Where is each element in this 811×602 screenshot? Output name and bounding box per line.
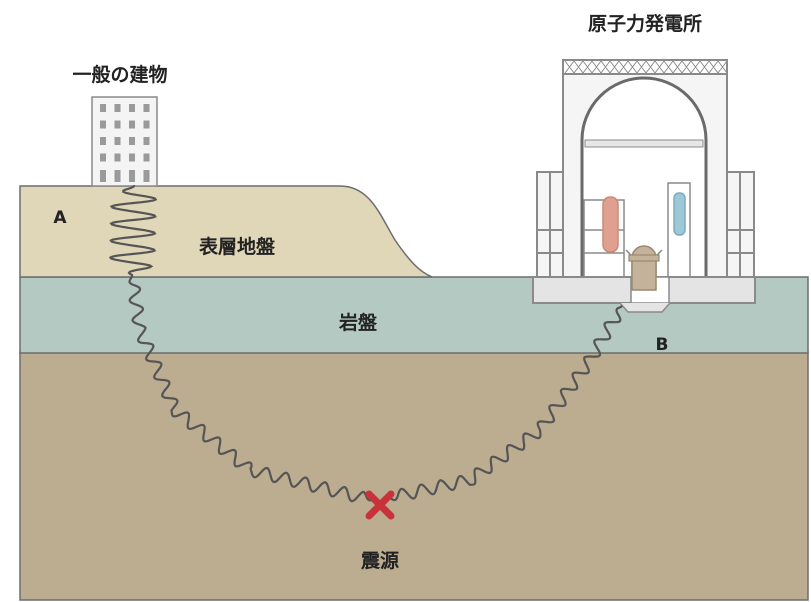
point-b-label: B bbox=[656, 335, 669, 355]
surface-ground-label: 表層地盤 bbox=[199, 235, 276, 258]
building-window bbox=[100, 170, 106, 182]
building-window bbox=[143, 153, 150, 162]
seismic-wave-to-plant bbox=[386, 305, 623, 502]
building-window bbox=[143, 104, 150, 112]
steam-generator bbox=[602, 196, 619, 253]
bedrock-label: 岩盤 bbox=[338, 311, 378, 334]
building-window bbox=[114, 120, 121, 129]
building-window bbox=[114, 104, 121, 112]
building-window bbox=[143, 120, 150, 129]
building-window bbox=[129, 104, 135, 112]
nuclear-power-plant bbox=[532, 59, 756, 313]
building-window bbox=[143, 137, 150, 145]
building-window bbox=[129, 137, 135, 145]
building-window bbox=[129, 170, 135, 182]
building-window bbox=[100, 104, 106, 112]
reactor-vessel bbox=[631, 245, 657, 291]
building-window bbox=[100, 153, 106, 162]
building-window bbox=[114, 153, 121, 162]
building-window bbox=[100, 120, 106, 129]
point-a-label: A bbox=[53, 208, 67, 228]
building-window bbox=[143, 170, 150, 182]
deep-ground-layer bbox=[19, 351, 809, 601]
seismic-wave-to-building bbox=[108, 184, 373, 503]
building-window bbox=[129, 153, 135, 162]
plant-label: 原子力発電所 bbox=[588, 12, 702, 35]
epicenter-label: 震源 bbox=[361, 549, 399, 572]
surface-ground-layer bbox=[19, 185, 433, 278]
building-window bbox=[100, 137, 106, 145]
building-window bbox=[114, 170, 121, 182]
epicenter-x-icon bbox=[365, 490, 395, 520]
building-window bbox=[114, 137, 121, 145]
building-label: 一般の建物 bbox=[72, 63, 167, 86]
pressurizer bbox=[673, 192, 686, 236]
general-building bbox=[91, 96, 158, 187]
building-window bbox=[129, 120, 135, 129]
